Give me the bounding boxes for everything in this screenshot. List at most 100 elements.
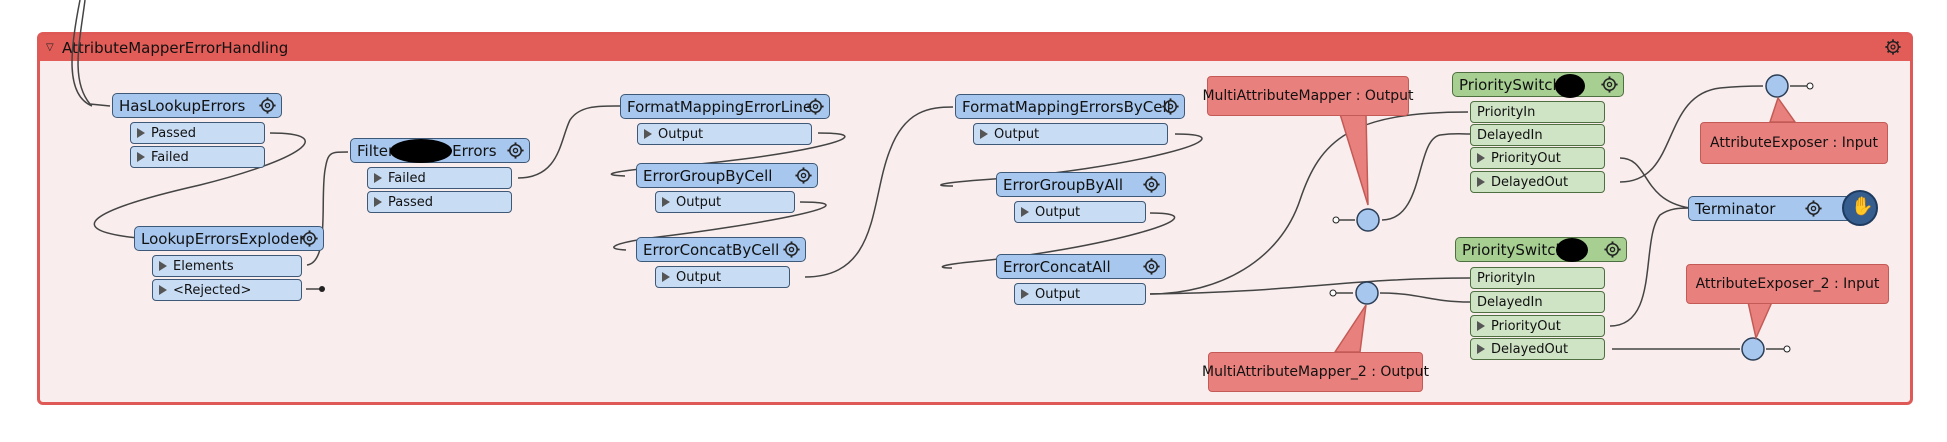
annotation-attribute-exposer-input[interactable]: AttributeExposer : Input bbox=[1700, 122, 1888, 164]
collapse-triangle-icon[interactable]: ▽ bbox=[46, 42, 54, 53]
failed-to-format-connection bbox=[517, 105, 621, 179]
output-port-delayed-out[interactable]: DelayedOut bbox=[1470, 171, 1605, 193]
input-port-delayed-in[interactable]: DelayedIn bbox=[1470, 291, 1605, 313]
output-port-output[interactable]: Output bbox=[1014, 283, 1146, 305]
bookmark-header[interactable]: ▽ AttributeMapperErrorHandling bbox=[40, 35, 1910, 61]
output-port-failed[interactable]: Failed bbox=[367, 167, 512, 189]
gear-icon[interactable] bbox=[794, 166, 813, 185]
port-triangle-icon bbox=[1021, 207, 1029, 217]
transformer-error-group-by-all[interactable]: ErrorGroupByAll bbox=[996, 172, 1166, 197]
gear-icon[interactable] bbox=[782, 240, 801, 259]
transformer-title: ErrorConcatByCell bbox=[643, 240, 780, 259]
redaction-mark bbox=[390, 139, 452, 163]
transformer-title: Terminator bbox=[1695, 199, 1776, 218]
output-port-failed[interactable]: Failed bbox=[130, 146, 265, 168]
mapper-to-switch1-delayed-connection bbox=[1381, 133, 1471, 221]
transformer-priority-switch-1[interactable]: PrioritySwitch bbox=[1452, 72, 1624, 97]
transformer-title: ErrorGroupByAll bbox=[1003, 175, 1123, 194]
transformer-title: FormatMappingErrorsByCell bbox=[962, 97, 1171, 116]
input-port-delayed-in[interactable]: DelayedIn bbox=[1470, 124, 1605, 146]
gear-icon[interactable] bbox=[1884, 38, 1902, 56]
connector-point-multi-attribute-mapper-2[interactable] bbox=[1355, 281, 1379, 305]
connector-point-attribute-exposer[interactable] bbox=[1765, 74, 1789, 98]
transformer-title: LookupErrorsExploder bbox=[141, 229, 306, 248]
switch1-delayed-to-exposer-connection bbox=[1619, 85, 1764, 183]
transformer-title: ErrorConcatAll bbox=[1003, 257, 1111, 276]
port-triangle-icon bbox=[159, 261, 167, 271]
elements-to-filter-connection bbox=[306, 151, 349, 266]
transformer-error-concat-by-cell[interactable]: ErrorConcatByCell bbox=[636, 237, 806, 262]
gear-icon[interactable] bbox=[300, 229, 319, 248]
annotation-pointer bbox=[1338, 113, 1369, 206]
output-port-passed[interactable]: Passed bbox=[130, 122, 265, 144]
output-port-output[interactable]: Output bbox=[973, 123, 1168, 145]
gear-icon[interactable] bbox=[806, 97, 825, 116]
annotation-pointer bbox=[1747, 301, 1774, 341]
bookmark-title: AttributeMapperErrorHandling bbox=[62, 39, 289, 57]
transformer-format-mapping-errors-by-cell[interactable]: FormatMappingErrorsByCell bbox=[955, 94, 1185, 119]
port-triangle-icon bbox=[159, 285, 167, 295]
gear-icon[interactable] bbox=[258, 96, 277, 115]
groupbycell-to-concatbycell-connection bbox=[613, 201, 827, 251]
annotation-attribute-exposer-2-input[interactable]: AttributeExposer_2 : Input bbox=[1686, 264, 1889, 304]
transformer-title: HasLookupErrors bbox=[119, 96, 246, 115]
format-to-groupbycell-connection bbox=[610, 132, 846, 177]
input-port-priority-in[interactable]: PriorityIn bbox=[1470, 101, 1605, 123]
transformer-terminator[interactable]: Terminator bbox=[1688, 196, 1860, 221]
output-port-output[interactable]: Output bbox=[655, 191, 795, 213]
transformer-error-concat-all[interactable]: ErrorConcatAll bbox=[996, 254, 1166, 279]
transformer-has-lookup-errors[interactable]: HasLookupErrors bbox=[112, 93, 282, 118]
switch2-to-terminator-connection bbox=[1609, 207, 1691, 327]
annotation-multi-attribute-mapper-output[interactable]: MultiAttributeMapper : Output bbox=[1202, 76, 1414, 116]
gear-icon[interactable] bbox=[506, 141, 525, 160]
connector-end-dot bbox=[1806, 82, 1814, 90]
connector-point-attribute-exposer-2[interactable] bbox=[1741, 337, 1765, 361]
output-port-output[interactable]: Output bbox=[637, 123, 812, 145]
transformer-error-group-by-cell[interactable]: ErrorGroupByCell bbox=[636, 163, 818, 188]
gear-icon[interactable] bbox=[1142, 257, 1161, 276]
transformer-title-start: Filter bbox=[357, 141, 395, 160]
gear-icon[interactable] bbox=[1804, 199, 1823, 218]
transformer-format-mapping-error-line[interactable]: FormatMappingErrorLine bbox=[620, 94, 830, 119]
redaction-mark bbox=[1556, 238, 1588, 262]
output-port-elements[interactable]: Elements bbox=[152, 255, 302, 277]
rejected-port-endpoint bbox=[319, 286, 325, 292]
concatbycell-to-formatbycell-connection bbox=[804, 106, 954, 278]
port-triangle-icon bbox=[374, 173, 382, 183]
port-triangle-icon bbox=[374, 197, 382, 207]
transformer-priority-switch-2[interactable]: PrioritySwitch bbox=[1455, 237, 1627, 262]
gear-icon[interactable] bbox=[1603, 240, 1622, 259]
output-port-output[interactable]: Output bbox=[655, 266, 790, 288]
output-port-output[interactable]: Output bbox=[1014, 201, 1146, 223]
transformer-title: FormatMappingErrorLine bbox=[627, 97, 813, 116]
port-triangle-icon bbox=[137, 152, 145, 162]
port-triangle-icon bbox=[662, 272, 670, 282]
port-triangle-icon bbox=[644, 129, 652, 139]
output-port-passed[interactable]: Passed bbox=[367, 191, 512, 213]
output-port-delayed-out[interactable]: DelayedOut bbox=[1470, 338, 1605, 360]
connector-point-multi-attribute-mapper[interactable] bbox=[1356, 208, 1380, 232]
output-port-priority-out[interactable]: PriorityOut bbox=[1470, 315, 1605, 337]
transformer-title-end: Errors bbox=[452, 141, 497, 160]
groupbyall-to-concatall-connection bbox=[941, 212, 1176, 269]
gear-icon[interactable] bbox=[1161, 97, 1180, 116]
port-triangle-icon bbox=[1477, 177, 1485, 187]
terminator-stop-hand-icon bbox=[1842, 190, 1878, 226]
output-port-rejected[interactable]: <Rejected> bbox=[152, 279, 302, 301]
port-triangle-icon bbox=[1477, 153, 1485, 163]
annotation-multi-attribute-mapper-2-output[interactable]: MultiAttributeMapper_2 : Output bbox=[1202, 352, 1429, 392]
connector-end-dot bbox=[1332, 216, 1340, 224]
transformer-lookup-errors-exploder[interactable]: LookupErrorsExploder bbox=[134, 226, 324, 251]
annotation-pointer bbox=[1333, 304, 1367, 353]
formatbycell-to-groupbyall-connection bbox=[940, 133, 1203, 187]
concatall-to-switch1-priority-connection bbox=[1149, 111, 1469, 295]
transformer-title: PrioritySwitch bbox=[1462, 240, 1565, 259]
mapper2-to-switch2-delayed-connection bbox=[1379, 292, 1471, 303]
gear-icon[interactable] bbox=[1600, 75, 1619, 94]
output-port-priority-out[interactable]: PriorityOut bbox=[1470, 147, 1605, 169]
connector-end-dot bbox=[1329, 289, 1337, 297]
input-port-priority-in[interactable]: PriorityIn bbox=[1470, 267, 1605, 289]
port-triangle-icon bbox=[137, 128, 145, 138]
gear-icon[interactable] bbox=[1142, 175, 1161, 194]
